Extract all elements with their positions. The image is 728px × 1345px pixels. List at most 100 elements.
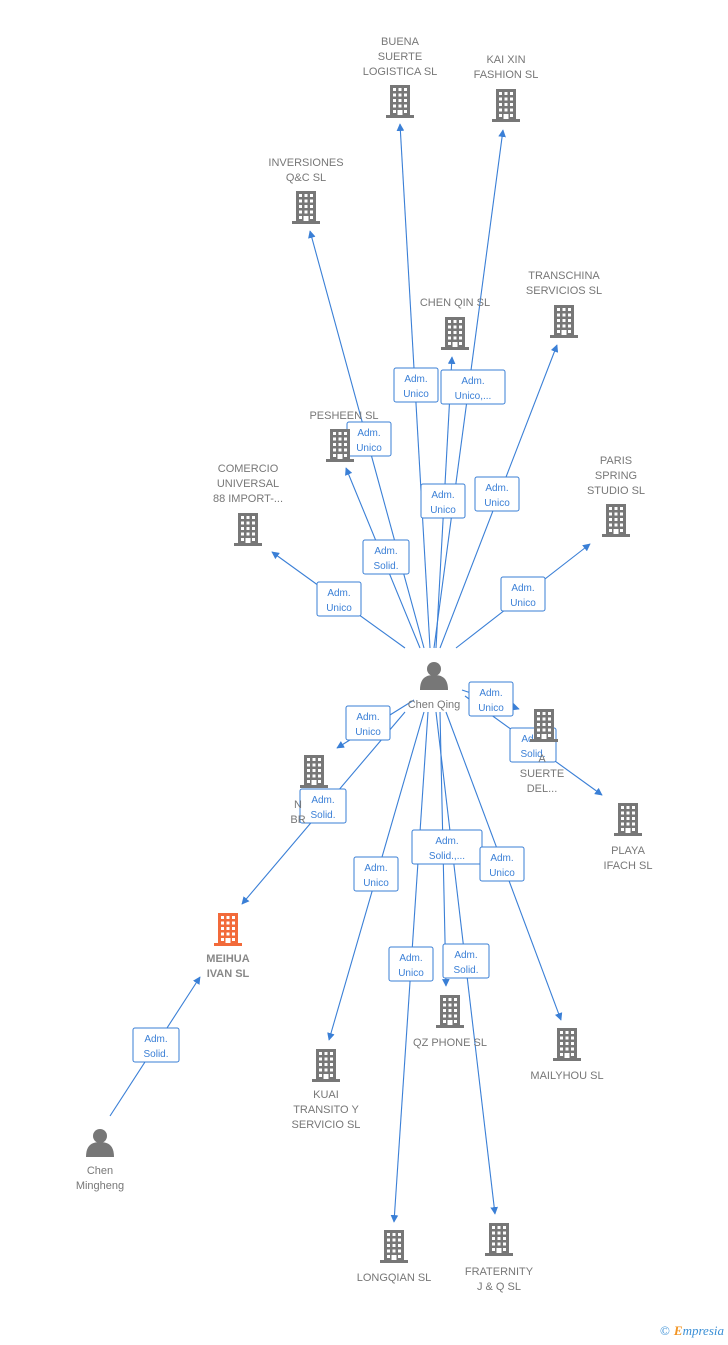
building-icon <box>436 995 464 1028</box>
node-center[interactable]: Chen Qing <box>408 662 461 711</box>
building-icon <box>300 755 328 788</box>
relation-label-text: Adm. <box>327 588 350 599</box>
relation-label-text: Adm. <box>364 863 387 874</box>
building-icon <box>214 913 242 946</box>
building-icon <box>326 429 354 462</box>
relation-label-text: Solid.,... <box>429 851 465 862</box>
node-label: 88 IMPORT-... <box>213 493 283 505</box>
relation-label-text: Adm. <box>461 376 484 387</box>
node-qzphone[interactable]: QZ PHONE SL <box>413 995 487 1049</box>
relation-label-chenqin[interactable]: Adm.Unico <box>420 483 466 519</box>
node-label: N <box>294 799 302 811</box>
node-label: IVAN SL <box>207 968 250 980</box>
node-label: QZ PHONE SL <box>413 1037 487 1049</box>
node-label: TRANSCHINA <box>528 270 600 282</box>
node-pesheen[interactable]: PESHEEN SL <box>309 410 379 462</box>
node-inversiones[interactable]: INVERSIONES Q&C SL <box>268 157 344 224</box>
relation-label-text: Adm. <box>356 712 379 723</box>
relation-label-text: Unico <box>478 703 504 714</box>
node-label: LOGISTICA SL <box>363 66 438 78</box>
building-icon <box>550 305 578 338</box>
relation-label-meihua[interactable]: Adm. Solid. <box>299 788 347 824</box>
relation-label-text: Solid. <box>310 810 335 821</box>
brand-logo-initial: E <box>673 1323 683 1338</box>
relation-label-text: Adm. <box>431 490 454 501</box>
relation-label-buena[interactable]: Adm.Unico <box>393 367 439 403</box>
node-label: SERVICIOS SL <box>526 285 602 297</box>
node-label: MEIHUA <box>206 953 249 965</box>
brand-footer: ©Empresia <box>660 1323 724 1339</box>
relation-label-text: Unico <box>356 443 382 454</box>
node-label: FRATERNITY <box>465 1266 534 1278</box>
relation-label-text: Adm. <box>511 583 534 594</box>
node-meihua[interactable]: MEIHUA IVAN SL <box>206 913 250 980</box>
relation-label-kuai[interactable]: Adm. Unico <box>353 856 399 892</box>
building-icon <box>485 1223 513 1256</box>
relation-label-text: Adm. <box>490 853 513 864</box>
relation-label-text: Adm. <box>357 428 380 439</box>
relation-label-longqian[interactable]: Adm.Unico <box>388 946 434 982</box>
node-label: FASHION SL <box>474 69 539 81</box>
relation-label-fraternity[interactable]: Adm. Solid. <box>442 943 490 979</box>
relation-label-paris[interactable]: Adm. Unico <box>500 576 546 612</box>
relation-label-text: Unico <box>363 878 389 889</box>
node-label: SPRING <box>595 470 637 482</box>
copyright-symbol: © <box>660 1323 670 1338</box>
node-label: Chen Qing <box>408 699 461 711</box>
node-label: INVERSIONES <box>268 157 343 169</box>
node-label: SUERTE <box>520 768 564 780</box>
building-icon <box>312 1049 340 1082</box>
relation-label-text: Adm. <box>311 795 334 806</box>
relation-label-pesheen[interactable]: Adm.Solid. <box>362 539 410 575</box>
relation-label-mailyhou[interactable]: Adm. Unico <box>479 846 525 882</box>
node-chenqin[interactable]: CHEN QIN SL <box>420 297 490 350</box>
relation-label-text: Adm. <box>454 950 477 961</box>
relation-label-kaixin[interactable]: Adm. Unico,... <box>440 369 506 405</box>
node-label: UNIVERSAL <box>217 478 279 490</box>
relation-label-text: Adm. <box>144 1034 167 1045</box>
node-nbr[interactable]: NBR <box>290 755 328 826</box>
building-icon <box>553 1028 581 1061</box>
node-transchina[interactable]: TRANSCHINA SERVICIOS SL <box>526 270 602 338</box>
building-icon <box>602 504 630 537</box>
node-mailyhou[interactable]: MAILYHOU SL <box>530 1028 604 1082</box>
node-label: SUERTE <box>378 51 422 63</box>
relation-label-text: Adm. <box>404 374 427 385</box>
node-suerte[interactable]: ASUERTEDEL... <box>520 709 564 795</box>
building-icon <box>530 709 558 742</box>
relation-label-text: Adm. <box>485 483 508 494</box>
relation-label-transchina[interactable]: Adm.Unico <box>474 476 520 512</box>
node-label: DEL... <box>527 783 558 795</box>
relation-label-text: Solid. <box>520 749 545 760</box>
relation-label-text: Solid. <box>373 561 398 572</box>
node-label: TRANSITO Y <box>293 1104 359 1116</box>
relation-label-text: Adm. <box>435 836 458 847</box>
relation-label-text: Unico,... <box>455 391 492 402</box>
node-kuai[interactable]: KUAI TRANSITO Y SERVICIO SL <box>292 1049 361 1131</box>
relation-label-nbr[interactable]: Adm.Unico <box>345 705 391 741</box>
node-longqian[interactable]: LONGQIAN SL <box>357 1230 432 1284</box>
relation-label-text: Unico <box>510 598 536 609</box>
relation-label-meihua[interactable]: Adm.Solid. <box>132 1027 180 1063</box>
relation-label-suerte[interactable]: Adm.Unico <box>468 681 514 717</box>
node-label: CHEN QIN SL <box>420 297 490 309</box>
relation-label-comercio[interactable]: Adm.Unico <box>316 581 362 617</box>
node-label: Mingheng <box>76 1180 124 1192</box>
node-label: Q&C SL <box>286 172 326 184</box>
relation-label-text: Unico <box>489 868 515 879</box>
node-label: SERVICIO SL <box>292 1119 361 1131</box>
node-label: LONGQIAN SL <box>357 1272 432 1284</box>
node-label: KUAI <box>313 1089 339 1101</box>
relation-label-qzphone[interactable]: Adm. Solid.,... <box>411 829 483 865</box>
relation-label-text: Solid. <box>453 965 478 976</box>
relation-label-inversiones[interactable]: Adm. Unico <box>346 421 392 457</box>
relation-label-text: Adm. <box>399 953 422 964</box>
